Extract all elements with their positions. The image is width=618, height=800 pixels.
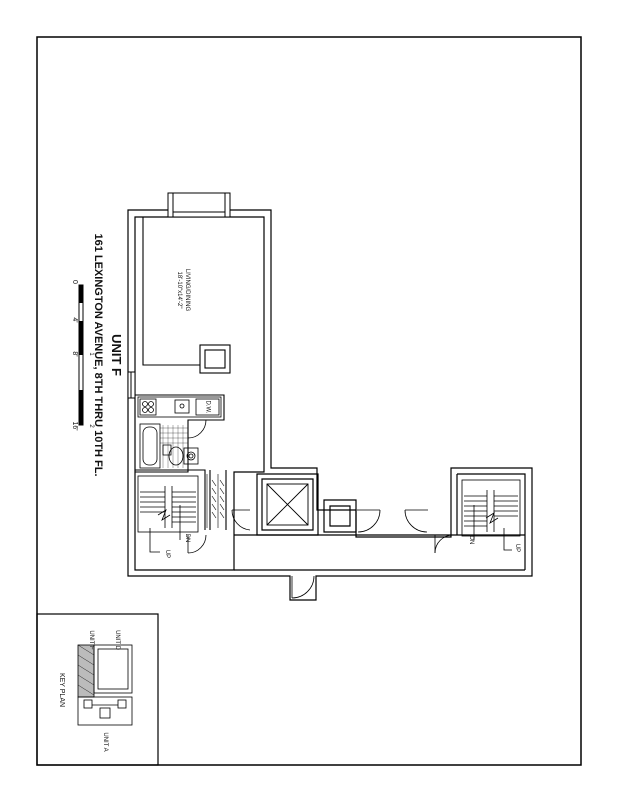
living-dining-label: LIVING/DINING 18'-10"x14'-2" xyxy=(176,269,190,312)
living-dining-name: LIVING/DINING xyxy=(184,269,190,312)
scale-sublabel-1: 1 xyxy=(88,352,94,356)
scale-bar: 0 4' 8' 16' 1 2 xyxy=(71,280,94,431)
key-plan-border xyxy=(36,613,159,766)
key-plan-unit-a: UNIT A xyxy=(102,732,108,751)
stair-right xyxy=(461,479,521,551)
address-title: 161 LEXINGTON AVENUE, 8TH THRU 10TH FL. xyxy=(92,233,104,476)
scale-label-0: 0 xyxy=(71,280,78,284)
kitchen-counter xyxy=(137,396,222,418)
window-top xyxy=(167,192,231,218)
scale-sublabel-2: 2 xyxy=(88,424,94,428)
key-plan-unit-d: UNIT D xyxy=(114,630,120,651)
unit-title: UNIT F xyxy=(109,334,124,376)
closets xyxy=(206,474,225,528)
sheet-border xyxy=(36,36,582,766)
stair-left xyxy=(137,475,199,553)
scale-label-4: 4' xyxy=(71,317,78,322)
corridor-doors xyxy=(187,509,454,599)
living-dining-dims: 18'-10"x14'-2" xyxy=(176,272,182,309)
bath-tile-pattern xyxy=(160,425,188,468)
interior-partitions xyxy=(135,217,231,530)
scale-label-16: 16' xyxy=(71,421,78,430)
title-block: UNIT F 161 LEXINGTON AVENUE, 8TH THRU 10… xyxy=(92,233,124,476)
key-plan: UNIT F UNIT D UNIT A KEY PLAN xyxy=(36,613,159,766)
stair-right-down-label: DN xyxy=(468,536,474,545)
stair-left-up-label: UP xyxy=(164,550,170,558)
bathroom-fixtures xyxy=(139,423,199,469)
dishwasher-label: D.W. xyxy=(204,401,210,414)
elevator-shaft xyxy=(266,483,309,526)
window-left xyxy=(127,371,136,399)
key-plan-unit-f: UNIT F xyxy=(88,630,94,650)
stair-left-down-label: DN xyxy=(184,534,190,543)
bath-door xyxy=(187,419,207,439)
scale-label-8: 8' xyxy=(71,351,78,356)
walls xyxy=(127,209,533,601)
key-plan-title: KEY PLAN xyxy=(58,673,65,707)
stair-right-up-label: UP xyxy=(514,544,520,552)
